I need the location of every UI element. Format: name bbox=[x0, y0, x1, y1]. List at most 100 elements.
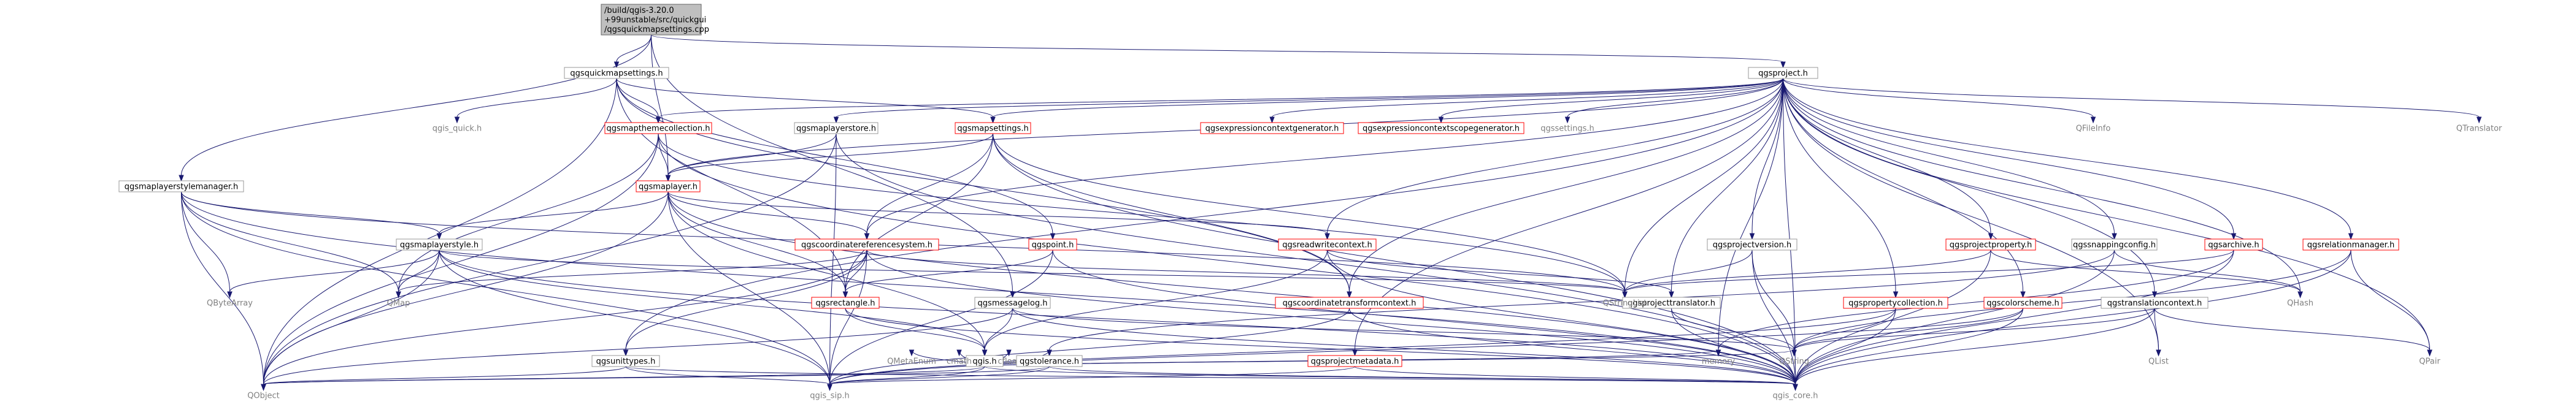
node-box bbox=[564, 67, 669, 79]
edge-qgscoordinatereferencesystem-to-qgis_sip bbox=[827, 249, 867, 391]
node-qgsexpressioncontextgenerator[interactable]: qgsexpressioncontextgenerator.h bbox=[1200, 122, 1344, 134]
node-label: qgssettings.h bbox=[1540, 124, 1594, 133]
node-box bbox=[811, 297, 880, 309]
edge-qgsprojectversion-to-QString bbox=[1751, 249, 1797, 357]
node-qgspropertycollection[interactable]: qgspropertycollection.h bbox=[1843, 297, 1948, 309]
edge-qgsrelationmanager-to-qgis_core bbox=[1793, 249, 2351, 391]
node-qgsquickmapsettings[interactable]: qgsquickmapsettings.h bbox=[564, 67, 669, 79]
node-qgsmapthemecollection[interactable]: qgsmapthemecollection.h bbox=[604, 122, 712, 134]
node-label: qgsrelationmanager.h bbox=[2307, 240, 2394, 249]
edge-qgsquickmapsettings-to-qgscoordinatetransformcontext bbox=[616, 78, 1352, 299]
edge-root-to-qgsmaplayer bbox=[651, 34, 671, 182]
edge-qgsproject-to-QTranslator bbox=[1783, 78, 2482, 124]
edge-qgscolorscheme-to-qgis_core bbox=[1793, 308, 2023, 391]
node-box bbox=[1843, 297, 1948, 309]
node-QHash: QHash bbox=[2287, 299, 2313, 308]
node-qgis_core: qgis_core.h bbox=[1773, 391, 1818, 400]
node-box bbox=[396, 238, 483, 251]
node-qgsprojectproperty[interactable]: qgsprojectproperty.h bbox=[1945, 238, 2036, 251]
edge-qgsproject-to-QList bbox=[1783, 78, 2161, 357]
node-box bbox=[1275, 297, 1424, 309]
node-qgscolorscheme[interactable]: qgscolorscheme.h bbox=[1983, 297, 2063, 309]
node-label: qgsreadwritecontext.h bbox=[1282, 240, 1372, 249]
node-label: qgsprojectproperty.h bbox=[1950, 240, 2032, 249]
node-qgspoint[interactable]: qgspoint.h bbox=[1028, 238, 1077, 251]
node-box bbox=[1200, 122, 1344, 134]
edge-qgstranslationcontext-to-qgis_core bbox=[1793, 308, 2155, 391]
node-box bbox=[794, 238, 939, 251]
edge-qgsmaplayerstylemanager-to-qgsmaplayerstyle bbox=[181, 191, 442, 240]
node-qgsmaplayer[interactable]: qgsmaplayer.h bbox=[636, 180, 701, 192]
node-label: qgscolorscheme.h bbox=[1986, 299, 2059, 308]
node-label: qgsexpressioncontextscopegenerator.h bbox=[1363, 124, 1520, 133]
node-qgsproject[interactable]: qgsproject.h bbox=[1748, 67, 1818, 79]
node-label: QTranslator bbox=[2456, 124, 2502, 133]
node-qgsreadwritecontext[interactable]: qgsreadwritecontext.h bbox=[1278, 238, 1377, 251]
edge-qgsproject-to-qgsmapthemecollection bbox=[655, 78, 1783, 124]
node-qgstolerance[interactable]: qgstolerance.h bbox=[1016, 355, 1083, 367]
node-label: qgscoordinatereferencesystem.h bbox=[801, 240, 932, 249]
node-qgsmaplayerstore[interactable]: qgsmaplayerstore.h bbox=[794, 122, 879, 134]
edge-qgsarchive-to-QStringList bbox=[1622, 249, 2234, 299]
node-layer: /build/qgis-3.20.0+99unstable/src/quickg… bbox=[118, 4, 2502, 400]
node-label: /qgsquickmapsettings.cpp bbox=[604, 25, 709, 34]
node-qgsmaplayerstyle[interactable]: qgsmaplayerstyle.h bbox=[396, 238, 483, 251]
node-QString: QString bbox=[1779, 357, 1809, 366]
node-box bbox=[1983, 297, 2063, 309]
edge-qgsproject-to-QPair bbox=[1783, 78, 2432, 357]
node-label: qgspoint.h bbox=[1032, 240, 1074, 249]
edge-qgsmapsettings-to-qgsmaplayer bbox=[665, 133, 993, 182]
edge-qgsarchive-to-qgis_core bbox=[1793, 249, 2234, 391]
edge-qgsproject-to-qgsunittypes bbox=[623, 78, 1783, 357]
edge-qgsproject-to-qgsprojectversion bbox=[1749, 78, 1783, 240]
node-label: QByteArray bbox=[207, 299, 253, 308]
edge-root-to-qgsmaplayerstylemanager bbox=[179, 34, 652, 182]
edge-qgssnappingconfig-to-QHash bbox=[2114, 249, 2303, 299]
node-QMap: QMap bbox=[387, 299, 410, 308]
node-qgsprojecttranslator[interactable]: qgsprojecttranslator.h bbox=[1622, 297, 1721, 309]
edge-qgstolerance-to-QObject bbox=[261, 366, 1050, 391]
node-box bbox=[955, 122, 1031, 134]
node-label: qgsarchive.h bbox=[2208, 240, 2259, 249]
edge-qgsmessagelog-to-qgis bbox=[982, 308, 1013, 357]
node-label: cfloat bbox=[998, 357, 1020, 366]
node-label: QStringList bbox=[1603, 299, 1647, 308]
node-qgsrelationmanager[interactable]: qgsrelationmanager.h bbox=[2302, 238, 2399, 251]
node-qgis[interactable]: qgis.h bbox=[966, 355, 1004, 367]
node-qgssnappingconfig[interactable]: qgssnappingconfig.h bbox=[2071, 238, 2158, 251]
node-qgsprojectmetadata[interactable]: qgsprojectmetadata.h bbox=[1307, 355, 1402, 367]
node-qgsrectangle[interactable]: qgsrectangle.h bbox=[811, 297, 880, 309]
node-label: QMetaEnum bbox=[887, 357, 936, 366]
node-root[interactable]: /build/qgis-3.20.0+99unstable/src/quickg… bbox=[601, 4, 709, 36]
node-label: QPair bbox=[2419, 357, 2440, 366]
node-box bbox=[1278, 238, 1377, 251]
node-label: qgsprojecttranslator.h bbox=[1628, 299, 1715, 308]
edge-qgscoordinatereferencesystem-to-qgsunittypes bbox=[623, 249, 867, 357]
edge-qgstolerance-to-qgis_core bbox=[1049, 366, 1798, 391]
edge-qgsproject-to-qgsmaplayerstore bbox=[833, 78, 1783, 124]
node-qgsarchive[interactable]: qgsarchive.h bbox=[2204, 238, 2263, 251]
edge-qgsmaplayerstyle-to-QMap bbox=[396, 249, 440, 299]
node-label: QObject bbox=[247, 391, 280, 400]
node-qgsmapsettings[interactable]: qgsmapsettings.h bbox=[955, 122, 1031, 134]
edge-qgsmapthemecollection-to-QObject bbox=[261, 133, 659, 391]
node-qgsunittypes[interactable]: qgsunittypes.h bbox=[591, 355, 660, 367]
edge-qgsquickmapsettings-to-qgsmapthemecollection bbox=[616, 78, 661, 124]
node-qgsexpressioncontextscopegenerator[interactable]: qgsexpressioncontextscopegenerator.h bbox=[1358, 122, 1524, 134]
node-label: qgssnappingconfig.h bbox=[2073, 240, 2156, 249]
node-label: qgis.h bbox=[972, 357, 996, 366]
edge-qgsmaplayerstyle-to-qgis_sip bbox=[439, 249, 832, 391]
node-qgscoordinatetransformcontext[interactable]: qgscoordinatetransformcontext.h bbox=[1275, 297, 1424, 309]
edge-qgsmapsettings-to-qgscoordinatetransformcontext bbox=[993, 133, 1352, 299]
node-QMetaEnum: QMetaEnum bbox=[887, 357, 936, 366]
edge-qgsmapsettings-to-qgsrectangle bbox=[842, 133, 993, 299]
edge-qgsprojectmetadata-to-qgis_sip bbox=[827, 366, 1355, 391]
node-qgsprojectversion[interactable]: qgsprojectversion.h bbox=[1707, 238, 1797, 251]
node-qgsmessagelog[interactable]: qgsmessagelog.h bbox=[974, 297, 1051, 309]
node-qgsmaplayerstylemanager[interactable]: qgsmaplayerstylemanager.h bbox=[118, 180, 244, 192]
node-qgscoordinatereferencesystem[interactable]: qgscoordinatereferencesystem.h bbox=[794, 238, 939, 251]
edge-qgsmaplayer-to-qgsmaplayerstyle bbox=[436, 191, 669, 240]
edge-qgsrectangle-to-qgis bbox=[845, 308, 988, 357]
node-box bbox=[974, 297, 1051, 309]
node-qgstranslationcontext[interactable]: qgstranslationcontext.h bbox=[2101, 297, 2209, 309]
